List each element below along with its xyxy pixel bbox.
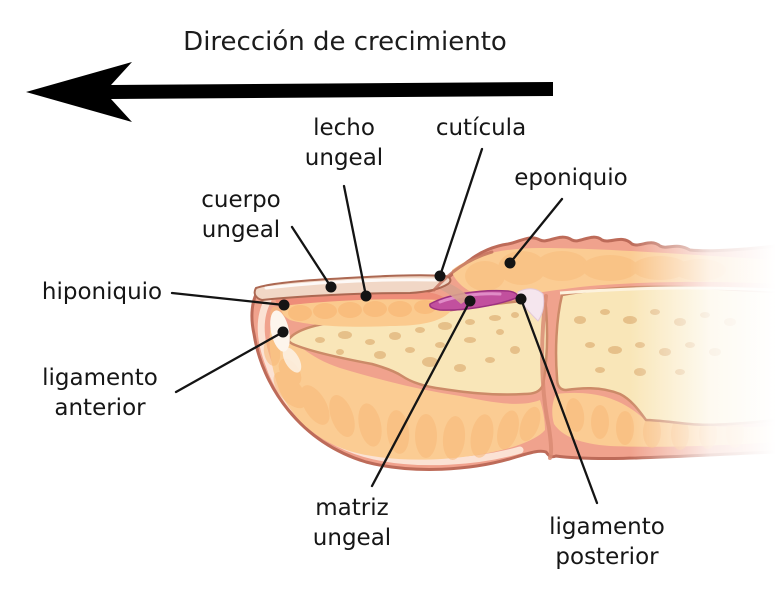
label-matriz-ungeal: matriz ungeal: [312, 495, 392, 551]
leader-line-hiponiquio: [170, 291, 290, 311]
diagram-title: Dirección de crecimiento: [183, 27, 507, 57]
fade-overlay: [630, 0, 776, 615]
leader-line-eponiquio: [504, 197, 564, 269]
leader-line-ligamento-anterior: [174, 326, 289, 394]
nail-root: [436, 282, 470, 304]
leader-line-cuticula: [434, 147, 484, 282]
label-cuticula: cutícula: [435, 115, 527, 141]
leader-line-matriz-ungeal: [370, 295, 476, 488]
joint-crease: [540, 294, 554, 460]
growth-direction-arrow-icon: [26, 62, 553, 122]
distal-bone-speckles: [315, 312, 520, 372]
leader-line-cuerpo-ungeal: [290, 225, 337, 293]
eponychium-fold-shadow: [432, 250, 494, 292]
pulp-fat-lobules-texture: [263, 306, 541, 460]
leader-line-ligamento-posterior: [515, 293, 599, 505]
label-hiponiquio: hiponiquio: [41, 279, 163, 305]
label-eponiquio: eponiquio: [514, 165, 628, 191]
leader-line-lecho-ungeal: [342, 184, 372, 302]
label-ligamento-anterior: ligamento anterior: [42, 365, 158, 421]
nail-plate: [253, 274, 452, 301]
label-ligamento-posterior: ligamento posterior: [549, 514, 665, 570]
label-lecho-ungeal: lecho ungeal: [304, 115, 384, 171]
nail-matrix-highlight: [438, 292, 502, 304]
label-cuerpo-ungeal: cuerpo ungeal: [201, 187, 281, 243]
nail-plate-highlight: [264, 278, 438, 290]
